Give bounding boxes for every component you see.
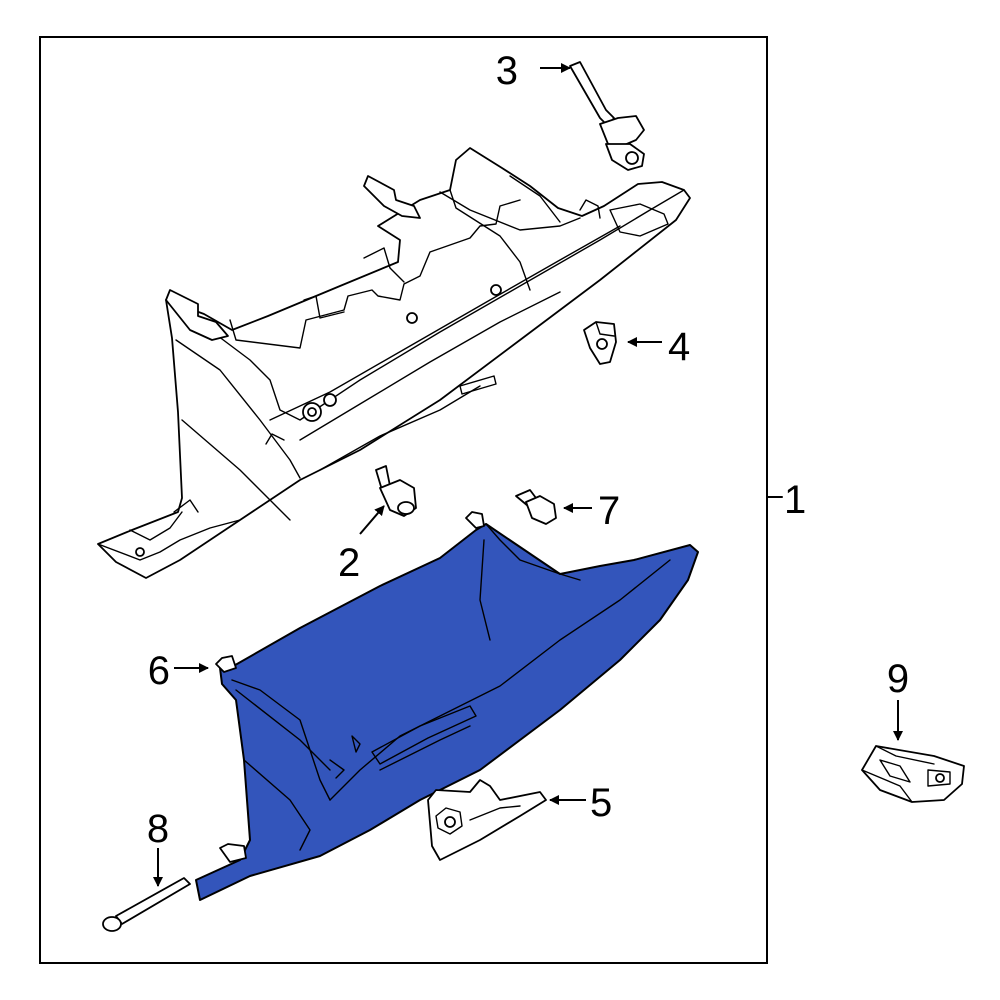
callout-8: 8: [147, 807, 169, 851]
callout-7: 7: [598, 489, 620, 533]
assembly-frame: [39, 36, 768, 964]
callout-5: 5: [590, 781, 612, 825]
callout-9: 9: [887, 657, 909, 701]
glove-box-housing: [97, 147, 691, 579]
bumper-part: [375, 465, 417, 517]
bracket-part: [583, 321, 617, 365]
callout-4: 4: [668, 325, 690, 369]
lamp-part: [861, 745, 965, 803]
callout-6: 6: [148, 649, 170, 693]
clip-part: [515, 489, 557, 525]
callout-2: 2: [338, 541, 360, 585]
glove-box-door: [195, 511, 699, 901]
callout-1: 1: [784, 478, 806, 522]
latch-part: [427, 779, 547, 861]
damper-part: [569, 61, 645, 171]
pin-part: [102, 877, 191, 932]
callout-3: 3: [496, 49, 518, 93]
